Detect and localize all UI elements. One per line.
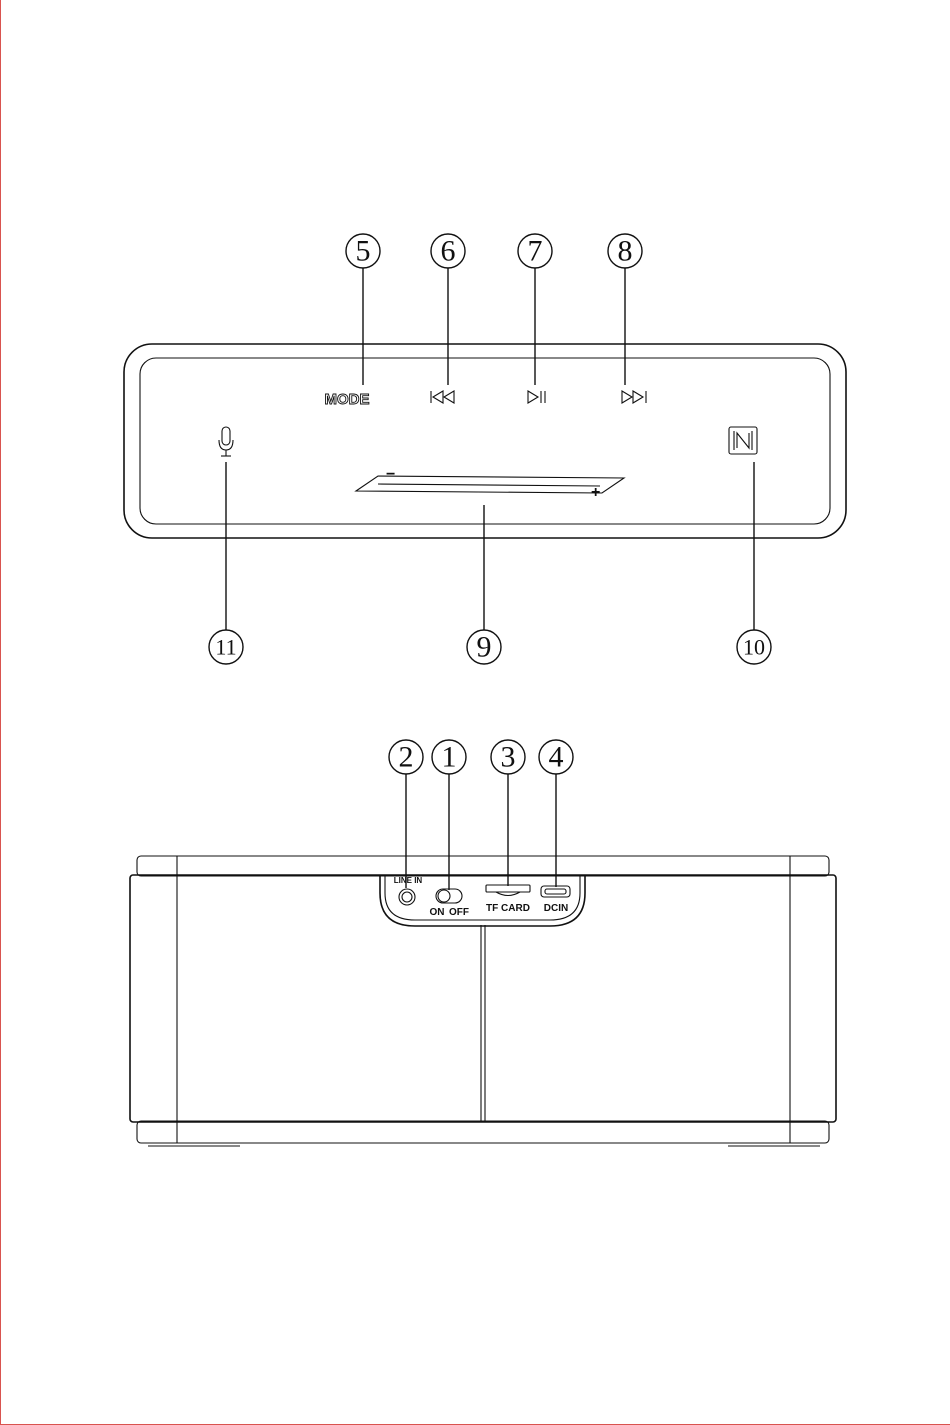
callout-3-label: 3 [501, 741, 516, 774]
mode-button-label: MODE [325, 391, 370, 408]
callout-2: 2 [389, 740, 423, 774]
rear-view: 2 1 3 4 LINE IN [130, 740, 836, 1146]
callout-10-label: 10 [743, 635, 765, 660]
callout-3: 3 [491, 740, 525, 774]
callout-1-label: 1 [442, 741, 457, 774]
callout-8: 8 [608, 234, 642, 268]
volume-plus-label: + [591, 484, 600, 501]
rear-top-rim [137, 856, 829, 876]
volume-minus-label: − [386, 466, 395, 483]
callout-6-label: 6 [441, 235, 456, 268]
callout-8-label: 8 [618, 235, 633, 268]
rear-bottom-rim [137, 1121, 829, 1143]
on-label: ON [430, 907, 445, 918]
tf-card-label: TF CARD [486, 903, 530, 914]
next-track-icon [620, 389, 650, 405]
line-in-port: LINE IN [394, 876, 423, 905]
line-in-label: LINE IN [394, 876, 423, 885]
callout-6: 6 [431, 234, 465, 268]
callout-5: 5 [346, 234, 380, 268]
callout-10: 10 [737, 630, 771, 664]
dc-in-port: DCIN [541, 886, 570, 914]
dc-in-label: DCIN [544, 903, 568, 914]
top-panel-inner [140, 358, 830, 524]
nfc-icon [727, 425, 759, 456]
tf-card-slot: TF CARD [486, 885, 530, 914]
callout-4: 4 [539, 740, 573, 774]
microphone-icon [217, 426, 235, 462]
callout-9: 9 [467, 630, 501, 664]
rear-body [130, 875, 836, 1122]
callout-7-label: 7 [528, 235, 543, 268]
callout-11-label: 11 [215, 635, 236, 660]
volume-slider: − + [356, 466, 624, 501]
callout-5-label: 5 [356, 235, 371, 268]
callout-2-label: 2 [399, 741, 414, 774]
previous-track-icon [428, 389, 460, 405]
callout-11: 11 [209, 630, 243, 664]
off-label: OFF [449, 907, 469, 918]
callout-9-label: 9 [477, 631, 492, 664]
power-switch: ON OFF [430, 889, 470, 918]
callout-4-label: 4 [549, 741, 564, 774]
callout-1: 1 [432, 740, 466, 774]
play-pause-icon [526, 389, 550, 405]
top-view: 5 6 7 8 11 9 [124, 234, 846, 664]
callout-7: 7 [518, 234, 552, 268]
